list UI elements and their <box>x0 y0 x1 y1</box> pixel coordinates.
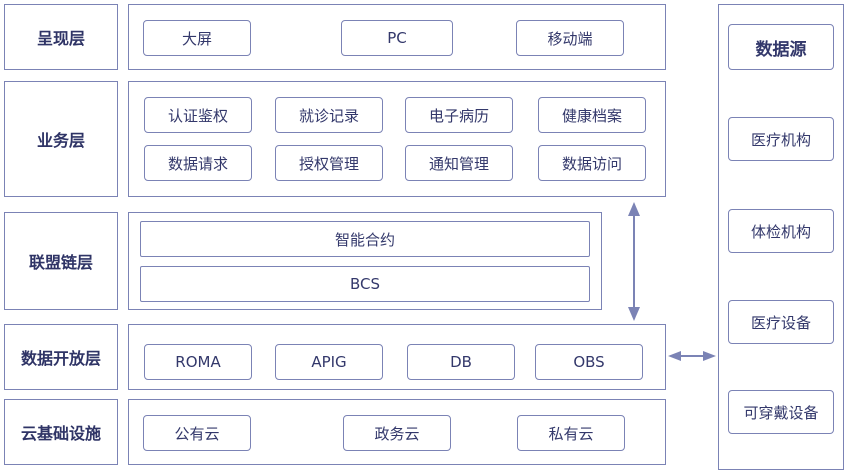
vertical-arrow-head-up <box>628 202 640 216</box>
business-item-visit-records: 就诊记录 <box>275 97 383 133</box>
business-item-authorization: 授权管理 <box>275 145 383 181</box>
horizontal-arrow-head-left <box>668 351 681 361</box>
layer-label-presentation: 呈现层 <box>4 4 118 70</box>
data-source-item-medical-institution: 医疗机构 <box>728 117 834 161</box>
business-item-health-records: 健康档案 <box>538 97 646 133</box>
data-source-item-checkup-institution: 体检机构 <box>728 209 834 253</box>
business-item-data-request: 数据请求 <box>144 145 252 181</box>
presentation-item-mobile: 移动端 <box>516 20 624 56</box>
business-item-data-access: 数据访问 <box>538 145 646 181</box>
business-item-notification: 通知管理 <box>405 145 513 181</box>
layer-label-alliance: 联盟链层 <box>4 212 118 310</box>
data-source-item-medical-device: 医疗设备 <box>728 300 834 344</box>
presentation-item-big-screen: 大屏 <box>143 20 251 56</box>
layer-label-data-open: 数据开放层 <box>4 324 118 390</box>
layer-label-business: 业务层 <box>4 81 118 197</box>
layer-label-cloud: 云基础设施 <box>4 399 118 465</box>
cloud-item-private: 私有云 <box>517 415 625 451</box>
data-open-item-apig: APIG <box>275 344 383 380</box>
data-source-item-wearable-device: 可穿戴设备 <box>728 390 834 434</box>
data-source-title: 数据源 <box>728 24 834 70</box>
cloud-item-government: 政务云 <box>343 415 451 451</box>
business-item-emr: 电子病历 <box>405 97 513 133</box>
vertical-arrow-head-down <box>628 307 640 321</box>
horizontal-arrow-head-right <box>703 351 716 361</box>
data-open-item-roma: ROMA <box>144 344 252 380</box>
cloud-item-public: 公有云 <box>143 415 251 451</box>
alliance-item-bcs: BCS <box>140 266 590 302</box>
business-item-auth: 认证鉴权 <box>144 97 252 133</box>
alliance-item-smart-contract: 智能合约 <box>140 221 590 257</box>
data-open-item-db: DB <box>407 344 515 380</box>
data-open-item-obs: OBS <box>535 344 643 380</box>
presentation-item-pc: PC <box>341 20 453 56</box>
